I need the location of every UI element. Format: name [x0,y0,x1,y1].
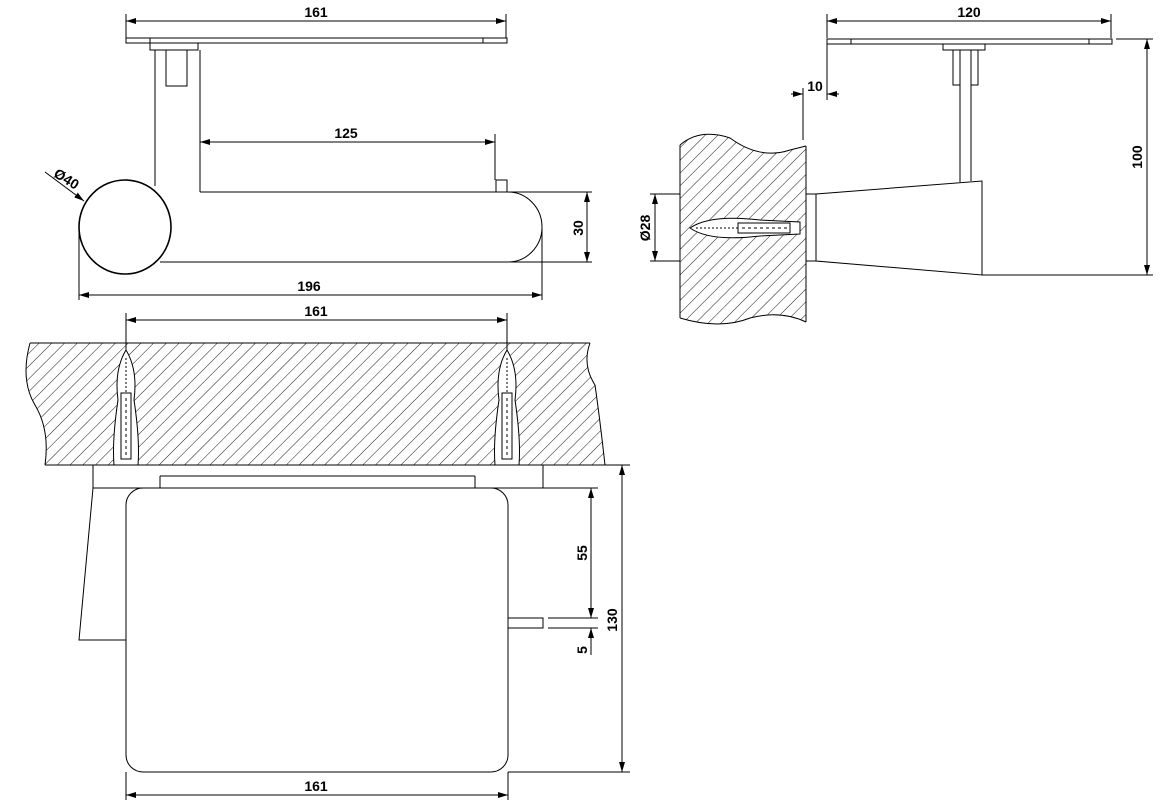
dim-label-30: 30 [570,220,586,236]
dimension-plate-depth: 120 [826,4,1112,38]
dim-label-161: 161 [304,4,328,20]
dimension-overall-depth: 100 [982,38,1153,276]
cover-box [125,487,509,773]
dimension-overall-length: 196 [78,228,543,300]
wall-section-side [679,133,807,325]
dimension-cover-offset: 55 5 [543,487,598,655]
side-cone [806,180,983,276]
dimension-base-diameter: Ø28 [637,193,680,262]
front-view: 161 [25,303,630,800]
wall-section-front [25,342,606,466]
roll-circle [78,179,172,275]
dimension-roll-diameter: Ø40 [44,165,85,202]
wall-plate [125,37,508,51]
dim-label-diameter-28: Ø28 [637,215,653,242]
front-mount [78,464,544,641]
dim-label-125: 125 [334,125,358,141]
dimension-plate-width: 161 [125,4,507,38]
dim-label-161-top: 161 [304,303,328,319]
rod-stub [507,617,544,629]
dim-label-10: 10 [807,78,823,94]
dim-label-196: 196 [297,278,321,294]
dimension-overall-height: 130 [508,464,630,773]
wall-anchor-right-icon [494,349,520,466]
dim-label-55: 55 [574,545,590,561]
dim-label-130: 130 [604,608,620,632]
dim-label-5: 5 [574,646,590,654]
dim-label-161-bottom: 161 [304,778,328,794]
side-view: 120 10 [637,4,1153,325]
top-view: 161 125 Ø40 3 [44,4,592,300]
dimension-offset: 10 [791,44,839,140]
dimension-arm-length: 125 [200,125,496,180]
wall-anchor-icon [689,217,801,239]
holder-arm [78,49,543,275]
side-plate [826,38,1113,182]
dimension-arm-height: 30 [510,191,592,263]
dimension-cover-width: 161 [125,772,509,800]
dim-label-120: 120 [957,4,981,20]
dim-label-100: 100 [1129,145,1145,169]
